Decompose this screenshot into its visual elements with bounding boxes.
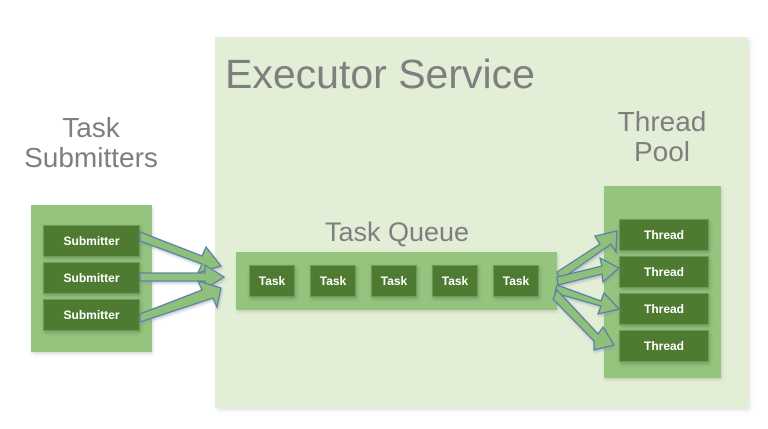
task-box[interactable]: Task bbox=[249, 265, 295, 297]
thread-box[interactable]: Thread bbox=[619, 293, 709, 325]
task-box[interactable]: Task bbox=[371, 265, 417, 297]
task-box[interactable]: Task bbox=[493, 265, 539, 297]
task-box[interactable]: Task bbox=[432, 265, 478, 297]
submit-arrow-3 bbox=[139, 279, 222, 323]
task-queue-title: Task Queue bbox=[324, 217, 470, 247]
submit-arrow-1 bbox=[139, 231, 223, 275]
submit-arrow-group bbox=[139, 231, 226, 323]
thread-box[interactable]: Thread bbox=[619, 219, 709, 251]
submitter-box[interactable]: Submitter bbox=[43, 262, 140, 294]
thread-box[interactable]: Thread bbox=[619, 330, 709, 362]
submit-arrow-2 bbox=[139, 263, 226, 291]
task-submitters-title: Task Submitters bbox=[24, 112, 158, 174]
thread-pool-title: Thread Pool bbox=[617, 106, 707, 168]
submitter-box[interactable]: Submitter bbox=[43, 299, 140, 331]
task-box[interactable]: Task bbox=[310, 265, 356, 297]
thread-box[interactable]: Thread bbox=[619, 256, 709, 288]
executor-service-title: Executor Service bbox=[225, 51, 535, 97]
submitter-box[interactable]: Submitter bbox=[43, 225, 140, 257]
